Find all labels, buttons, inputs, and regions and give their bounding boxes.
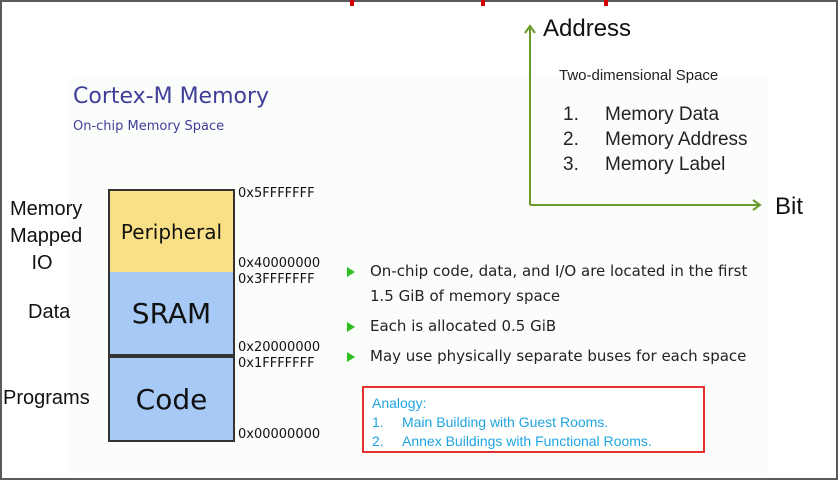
- x-axis-arrow-icon: [752, 199, 762, 211]
- item-number: 2.: [563, 129, 579, 150]
- bullet-text: Each is allocated 0.5 GiB: [370, 317, 557, 335]
- item-text: Memory Label: [605, 154, 726, 175]
- label-memory-mapped-io: Memory Mapped IO: [10, 196, 83, 277]
- bullet-triangle-icon: [347, 267, 355, 277]
- region-label: SRAM: [131, 296, 212, 330]
- analogy-box: Analogy: 1. Main Building with Guest Room…: [362, 386, 705, 453]
- item-number: 1.: [372, 414, 384, 430]
- analogy-item: 1. Main Building with Guest Rooms.: [372, 413, 703, 432]
- item-number: 1.: [563, 104, 579, 125]
- address-label: 0x5FFFFFFF: [238, 186, 315, 201]
- cut-off-title-fragment: [481, 0, 485, 6]
- label-line: Mapped: [10, 225, 83, 247]
- label-data: Data: [28, 301, 71, 323]
- address-label: 0x1FFFFFFF: [238, 356, 315, 371]
- memory-region-sram: SRAM: [108, 272, 235, 356]
- label-line: Memory: [10, 198, 83, 220]
- address-label: 0x00000000: [238, 427, 321, 442]
- item-text: Annex Buildings with Functional Rooms.: [402, 433, 652, 449]
- axes-caption: Two-dimensional Space: [559, 67, 719, 84]
- address-label: 0x3FFFFFFF: [238, 272, 315, 287]
- analogy-heading: Analogy:: [372, 395, 427, 411]
- bullet-text: 1.5 GiB of memory space: [370, 287, 561, 305]
- item-text: Main Building with Guest Rooms.: [402, 414, 609, 430]
- item-text: Memory Data: [605, 104, 720, 125]
- axes-list-item: 3. Memory Label: [563, 154, 725, 176]
- bullet-triangle-icon: [347, 352, 355, 362]
- item-number: 2.: [372, 433, 384, 449]
- bullet-triangle-icon: [347, 322, 355, 332]
- slide-title: Cortex-M Memory: [73, 84, 270, 109]
- memory-region-code: Code: [108, 356, 235, 442]
- two-dimensional-axes: [524, 24, 762, 211]
- cut-off-title-fragment: [350, 0, 354, 6]
- region-label: Peripheral: [120, 219, 223, 244]
- address-label: 0x20000000: [238, 340, 321, 355]
- bullet-text: May use physically separate buses for ea…: [370, 347, 747, 365]
- label-programs: Programs: [3, 387, 90, 409]
- memory-region-peripheral: Peripheral: [108, 189, 235, 274]
- axes-list-item: 2. Memory Address: [563, 129, 748, 151]
- label-line: IO: [31, 252, 53, 274]
- item-text: Memory Address: [605, 129, 748, 150]
- region-label: Code: [135, 382, 208, 416]
- x-axis-label: Bit: [775, 193, 804, 220]
- analogy-item: 2. Annex Buildings with Functional Rooms.: [372, 432, 703, 451]
- address-label: 0x40000000: [238, 256, 321, 271]
- y-axis-arrow-icon: [524, 24, 536, 34]
- axes-list-item: 1. Memory Data: [563, 104, 719, 126]
- slide-subtitle: On-chip Memory Space: [73, 119, 225, 134]
- y-axis-label: Address: [543, 15, 632, 42]
- item-number: 3.: [563, 154, 579, 175]
- bullet-text: On-chip code, data, and I/O are located …: [370, 262, 748, 280]
- cut-off-title-fragment: [604, 0, 608, 6]
